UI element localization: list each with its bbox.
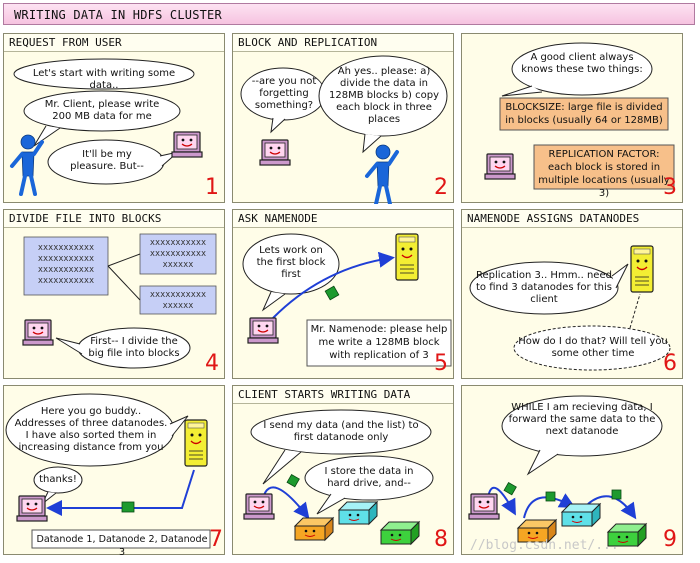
file-block: [139, 285, 217, 315]
bubble-text: Let's start with writing some data..: [32, 68, 176, 91]
panel-number: 8: [434, 527, 448, 552]
panel-block-and-replication: BLOCK AND REPLICATION --are you not forg…: [232, 33, 454, 204]
panel-number: 4: [205, 351, 219, 376]
panel-client-starts-writing: CLIENT STARTS WRITING DATA I send my dat…: [232, 385, 454, 555]
forward-arrow: [523, 493, 576, 519]
message-packet: [611, 489, 622, 500]
blocksize-box: [499, 97, 669, 131]
bubble-text: A good client always knows these two thi…: [521, 52, 643, 75]
forward-arrow: [587, 495, 637, 520]
message-packet: [545, 491, 556, 502]
speech-bubble: [501, 395, 663, 457]
bubble-text: --are you not forgetting something?: [251, 76, 317, 111]
speech-bubble: [13, 58, 195, 90]
watermark: //blog.csdn.net/...: [470, 538, 619, 553]
bubble-text: Replication 3.. Hmm.. need to find 3 dat…: [476, 270, 612, 305]
computer-icon: [22, 319, 54, 346]
bubble-text: WHILE I am recieving data, I forward the…: [508, 402, 656, 437]
speech-bubble: [511, 42, 653, 96]
computer-icon: [243, 493, 275, 520]
block-text: xxxxxxxxxxx xxxxxxxxxxx xxxxxx: [149, 238, 207, 270]
bubble-text: I send my data (and the list) to first d…: [263, 420, 419, 443]
thought-bubble: [513, 325, 671, 371]
page-title: WRITING DATA IN HDFS CLUSTER: [14, 8, 222, 22]
bubble-text: Lets work on the first block first: [256, 245, 326, 280]
datanode-list-box: [31, 529, 211, 549]
panel-request-from-user: REQUEST FROM USER Let's start with writi…: [3, 33, 225, 203]
speech-bubble: [250, 409, 432, 455]
panel-number: 6: [663, 351, 677, 376]
file-block: [139, 233, 217, 275]
panel-number: 1: [205, 175, 219, 200]
bubble-text: thanks!: [39, 474, 77, 485]
panel-forwarding: WHILE I am recieving data, I forward the…: [461, 385, 683, 555]
blocksize-text: BLOCKSIZE: large file is divided in bloc…: [505, 102, 663, 126]
server-icon: [395, 233, 419, 281]
panel-title: DIVIDE FILE INTO BLOCKS: [4, 210, 224, 228]
message-packet: [121, 501, 135, 513]
block-text: xxxxxxxxxxx xxxxxxxxxxx xxxxxxxxxxx xxxx…: [37, 243, 95, 286]
panel-number: 9: [663, 527, 677, 552]
computer-icon: [171, 131, 203, 158]
panel-number: 7: [209, 527, 223, 552]
speech-bubble: [23, 90, 181, 132]
computer-icon: [16, 495, 48, 522]
big-file-block: [23, 236, 109, 296]
person-icon: [365, 143, 399, 204]
bubble-text: Mr. Client, please write 200 MB data for…: [44, 99, 160, 122]
replication-text: REPLICATION FACTOR: each block is stored…: [538, 149, 670, 199]
message-text: Mr. Namenode: please help me write a 128…: [310, 324, 448, 361]
message-packet: [324, 285, 340, 301]
computer-icon: [484, 153, 516, 180]
computer-icon: [468, 493, 500, 520]
speech-bubble: [469, 261, 619, 315]
datanode-orange-icon: [294, 517, 334, 541]
bubble-text: I store the data in hard drive, and--: [324, 466, 414, 489]
panel-number: 2: [434, 175, 448, 200]
bubble-text: Ah yes.. please: a) divide the data in 1…: [329, 66, 439, 125]
panel-namenode-assigns: NAMENODE ASSIGNS DATANODES Replication 3…: [461, 209, 683, 379]
block-text: xxxxxxxxxxx xxxxxx: [149, 290, 207, 311]
speech-bubble: [318, 55, 448, 137]
message-packet: [286, 473, 300, 488]
panel-datanode-list: Here you go buddy.. Addresses of three d…: [3, 385, 225, 558]
replication-box: [533, 144, 675, 190]
bubble-text: Here you go buddy.. Addresses of three d…: [14, 406, 168, 453]
panel-title: BLOCK AND REPLICATION: [233, 34, 453, 52]
panel-title: CLIENT STARTS WRITING DATA: [233, 386, 453, 404]
response-arrow: [46, 469, 195, 516]
panel-client-knowledge: A good client always knows these two thi…: [461, 33, 683, 203]
panel-number: 5: [434, 351, 448, 376]
panel-ask-namenode: ASK NAMENODE Lets work on the first bloc…: [232, 209, 454, 379]
computer-icon: [247, 317, 279, 344]
panel-title: NAMENODE ASSIGNS DATANODES: [462, 210, 682, 228]
server-icon: [630, 245, 654, 293]
panel-title: ASK NAMENODE: [233, 210, 453, 228]
speech-bubble: [33, 466, 83, 494]
datanode-green-icon: [380, 521, 420, 545]
server-icon: [184, 419, 208, 467]
panel-title: REQUEST FROM USER: [4, 34, 224, 52]
page-title-bar: WRITING DATA IN HDFS CLUSTER: [3, 3, 695, 25]
request-arrow: [272, 251, 395, 319]
panel-divide-file: DIVIDE FILE INTO BLOCKS xxxxxxxxxxx xxxx…: [3, 209, 225, 379]
message-box: [306, 319, 452, 367]
datanode-cyan-icon: [338, 501, 378, 525]
speech-bubble: [304, 455, 434, 501]
speech-bubble: [242, 233, 340, 295]
bubble-text: First-- I divide the big file into block…: [88, 336, 180, 359]
datanode-cyan-icon: [561, 503, 601, 527]
bubble-text: It'll be my pleasure. But--: [70, 149, 144, 172]
message-packet: [503, 481, 517, 496]
datanode-list-text: Datanode 1, Datanode 2, Datanode 3: [36, 534, 208, 558]
computer-icon: [259, 139, 291, 166]
bubble-text: How do I do that? Will tell you some oth…: [518, 336, 668, 359]
panel-number: 3: [663, 175, 677, 200]
